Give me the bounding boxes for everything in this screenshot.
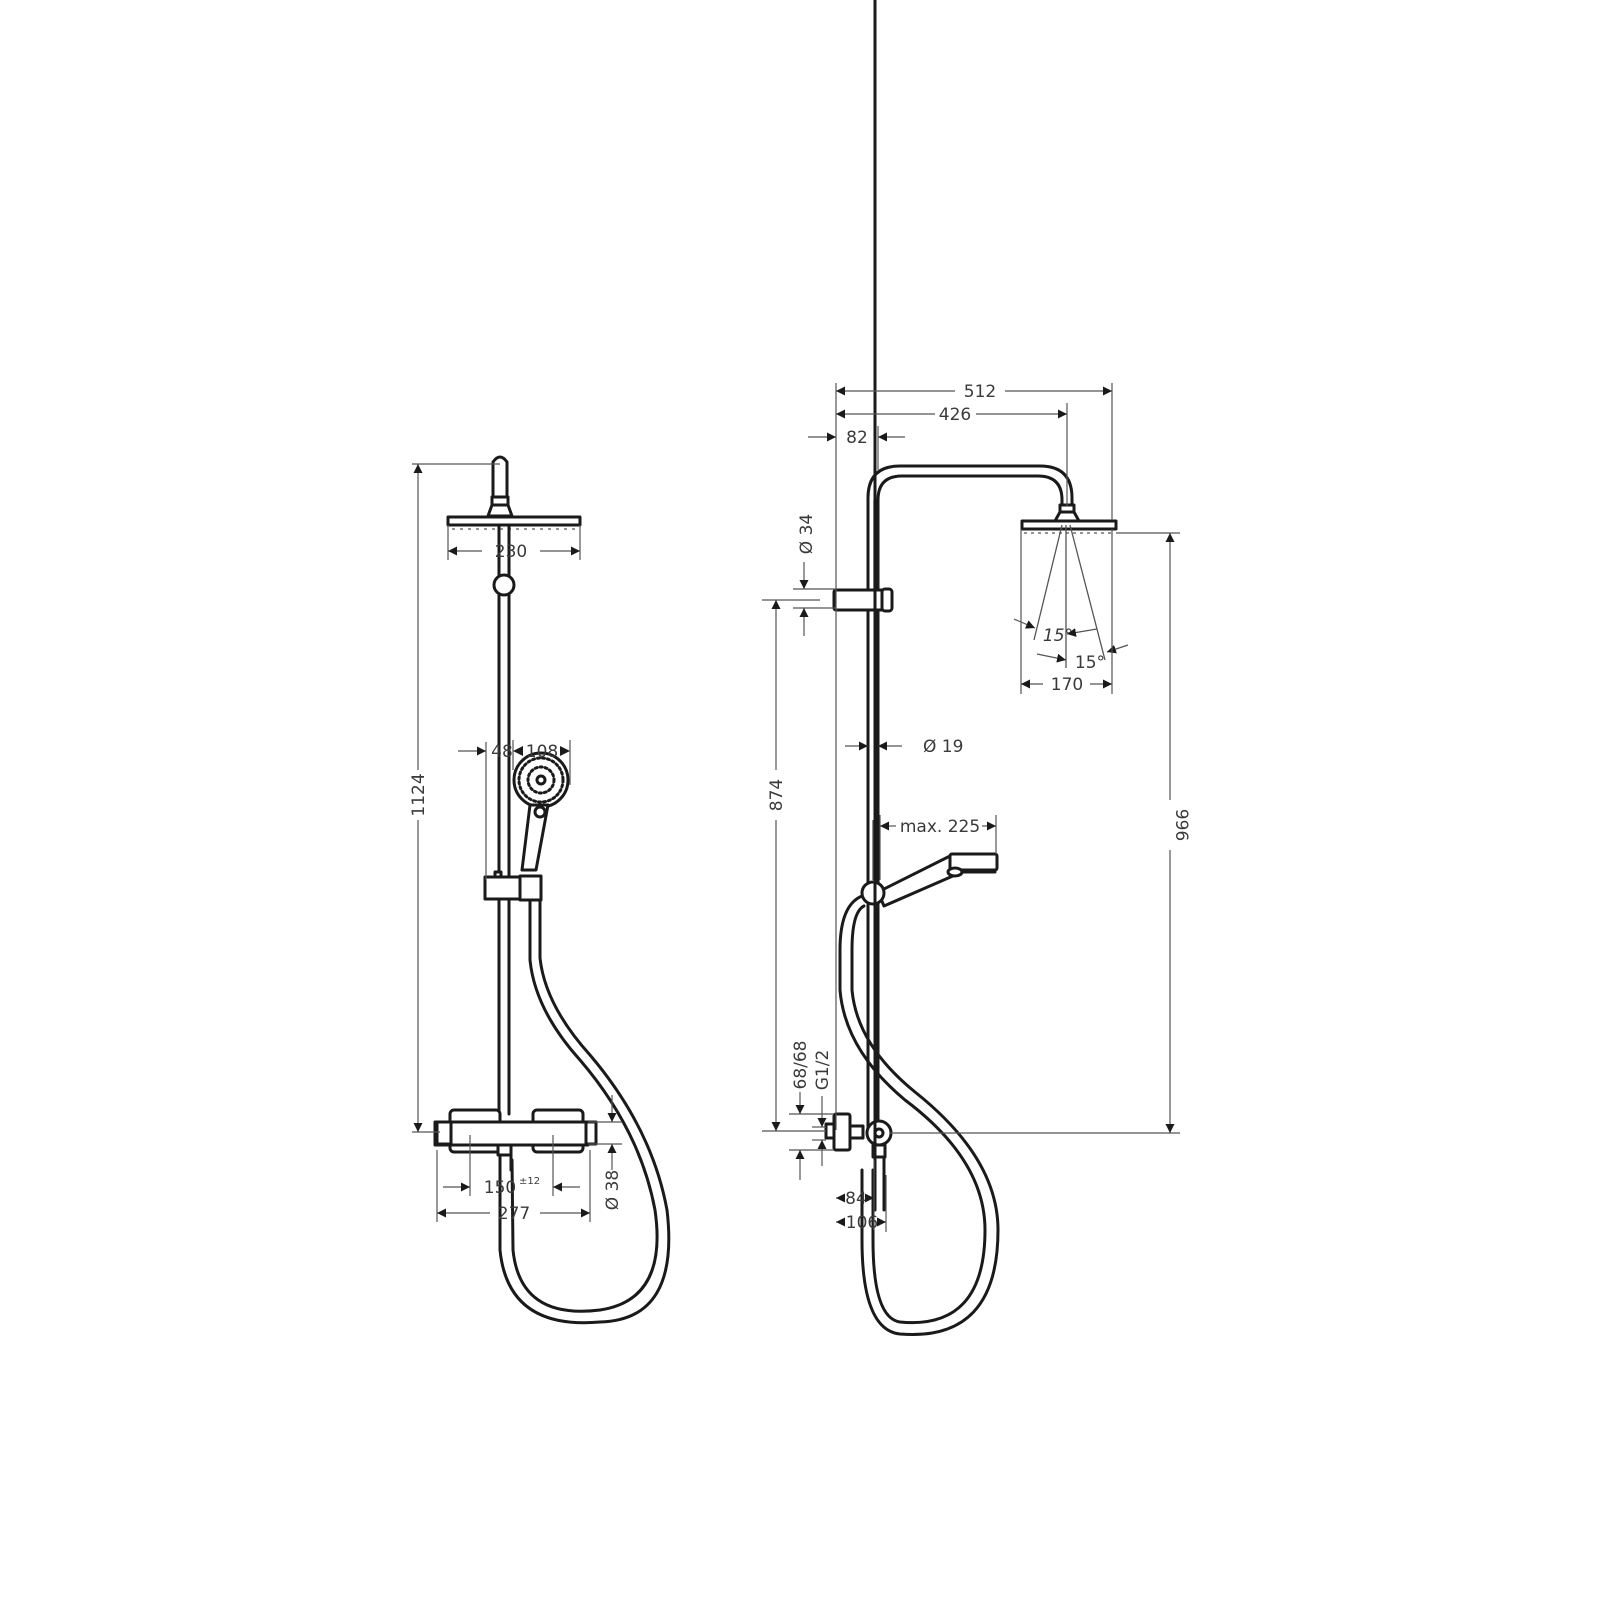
label-angle-right: 15° <box>1075 653 1105 673</box>
dim-thermostat-centers: 150 ±12 <box>443 1135 580 1198</box>
dim-spray-width: 170 <box>1020 529 1113 695</box>
thermostat-mixer <box>433 1108 598 1172</box>
label-874: 874 <box>767 779 787 811</box>
shower-hose-side <box>838 894 1000 1337</box>
riser-top-stub <box>486 455 514 518</box>
shower-hose <box>498 898 671 1325</box>
dim-arm-total: 512 <box>835 382 1113 1130</box>
label-angle-left: 15° <box>1043 626 1073 646</box>
front-view: 1124 230 48 108 Ø 38 <box>409 455 671 1325</box>
label-68-68: 68/68 <box>791 1041 811 1090</box>
dim-wall-riser: 82 <box>808 426 905 470</box>
riser-pipe <box>492 523 516 1116</box>
overhead-shower <box>446 515 582 530</box>
slider-holder <box>483 870 543 902</box>
label-106: 106 <box>846 1213 878 1233</box>
label-d34: Ø 34 <box>797 514 817 554</box>
side-view: 512 426 82 Ø 34 <box>762 0 1191 1337</box>
dim-wall-body: 84 <box>836 1160 875 1230</box>
label-108: 108 <box>526 742 558 762</box>
label-48: 48 <box>491 742 513 762</box>
label-1124: 1124 <box>409 773 429 816</box>
label-512: 512 <box>964 382 996 402</box>
label-150: 150 <box>484 1178 516 1198</box>
dim-connection: 68/68 G1/2 <box>789 1041 834 1180</box>
overhead-shower-side <box>1020 503 1118 534</box>
dim-handshower: 48 108 <box>458 740 571 880</box>
dim-riser-diameter: Ø 19 <box>845 737 963 757</box>
label-d19: Ø 19 <box>923 737 963 757</box>
wall-connection <box>824 0 893 1212</box>
label-max225: max. 225 <box>900 817 980 837</box>
dim-handshower-reach: max. 225 <box>879 815 997 880</box>
spray-angles: 15° 15° <box>1013 524 1129 673</box>
hand-shower <box>512 751 570 872</box>
dim-thermostat-width: 277 <box>436 1150 591 1224</box>
dim-overhead-width: 230 <box>447 525 581 562</box>
label-g12: G1/2 <box>813 1050 833 1091</box>
dim-bracket-height: 874 <box>762 599 826 1132</box>
label-d38: Ø 38 <box>603 1170 623 1210</box>
label-150-tolerance: ±12 <box>519 1176 540 1187</box>
wall-bracket <box>832 587 894 613</box>
label-426: 426 <box>939 405 971 425</box>
dim-thermostat-diameter: Ø 38 <box>588 1095 623 1210</box>
dim-overall-height: 1124 <box>409 463 500 1133</box>
dim-bracket-diameter: Ø 34 <box>793 514 836 636</box>
hand-shower-side <box>860 852 999 908</box>
label-170: 170 <box>1051 675 1083 695</box>
label-230: 230 <box>495 542 527 562</box>
label-82: 82 <box>846 428 868 448</box>
dim-arm-center: 426 <box>836 403 1068 506</box>
label-84: 84 <box>845 1189 867 1209</box>
dim-wall-riser-bottom: 106 <box>836 1175 887 1233</box>
label-277: 277 <box>498 1204 530 1224</box>
label-996: 996 <box>1171 809 1191 841</box>
dim-overhead-height: 996 <box>890 532 1191 1134</box>
